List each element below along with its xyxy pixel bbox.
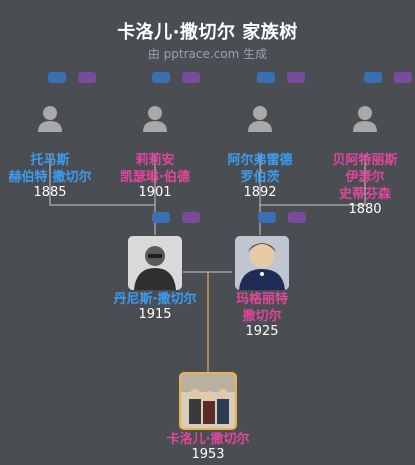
connector-maternal-couple	[259, 155, 366, 206]
birth-year: 1953	[191, 447, 225, 462]
person-name: 伊瑟尔	[345, 170, 385, 185]
person-silhouette-icon	[248, 106, 272, 132]
person-silhouette-icon	[143, 106, 167, 132]
female-line-badge[interactable]	[78, 72, 96, 83]
person-card-lilian[interactable]: 莉莉安 凯瑟琳·伯德 1901	[105, 97, 205, 200]
male-line-badge[interactable]	[257, 72, 275, 83]
person-name: 贝阿特丽斯	[332, 153, 398, 168]
birth-year: 1915	[138, 307, 172, 322]
male-line-badge[interactable]	[258, 212, 276, 223]
avatar-placeholder	[233, 97, 287, 151]
male-line-badge[interactable]	[152, 72, 170, 83]
female-line-badge[interactable]	[182, 212, 200, 223]
birth-year: 1901	[138, 185, 172, 200]
person-card-thomas[interactable]: 托马斯 赫伯特·撒切尔 1885	[0, 97, 100, 200]
avatar-silhouettes	[38, 106, 377, 132]
person-photo	[235, 236, 289, 290]
avatar-placeholder	[338, 97, 392, 151]
person-name: 托马斯	[30, 153, 70, 168]
person-card-alfred[interactable]: 阿尔弗雷德 罗伯茨 1892	[210, 97, 310, 200]
person-name: 凯瑟琳·伯德	[120, 170, 190, 185]
group-photo-icon	[181, 374, 235, 428]
person-silhouette-icon	[38, 106, 62, 132]
person-card-denis[interactable]: 丹尼斯·撒切尔 1915	[100, 236, 210, 322]
male-line-badge[interactable]	[152, 212, 170, 223]
female-line-badge[interactable]	[287, 72, 305, 83]
female-line-badge[interactable]	[182, 72, 200, 83]
person-silhouette-icon	[353, 106, 377, 132]
person-photo	[179, 372, 237, 430]
person-name: 丹尼斯·撒切尔	[113, 292, 197, 307]
person-name: 罗伯茨	[240, 170, 280, 185]
person-name: 阿尔弗雷德	[227, 153, 293, 168]
person-name: 史蒂芬森	[338, 187, 391, 202]
male-line-badge[interactable]	[48, 72, 66, 83]
avatar-placeholder	[128, 97, 182, 151]
connector-paternal-couple	[49, 155, 156, 206]
male-line-badge[interactable]	[364, 72, 382, 83]
portrait-photo-icon	[128, 236, 182, 290]
page-title: 卡洛儿·撒切尔 家族树	[117, 22, 298, 43]
person-name: 卡洛儿·撒切尔	[166, 432, 250, 447]
portrait-photo-icon	[235, 236, 289, 290]
person-name: 莉莉安	[135, 153, 175, 168]
female-line-badge[interactable]	[394, 72, 412, 83]
person-card-carol[interactable]: 卡洛儿·撒切尔 1953	[148, 372, 268, 462]
person-photo	[128, 236, 182, 290]
birth-year: 1925	[245, 324, 279, 339]
birth-year: 1880	[348, 202, 382, 217]
page-subtitle: 由 pptrace.com 生成	[147, 47, 268, 61]
person-name: 玛格丽特	[235, 292, 288, 307]
birth-year: 1892	[243, 185, 277, 200]
person-name: 赫伯特·撒切尔	[8, 170, 92, 185]
person-card-margaret[interactable]: 玛格丽特 撒切尔 1925	[207, 236, 317, 339]
female-line-badge[interactable]	[288, 212, 306, 223]
birth-year: 1885	[33, 185, 67, 200]
person-card-beatrice[interactable]: 贝阿特丽斯 伊瑟尔 史蒂芬森 1880	[315, 97, 415, 217]
person-name: 撒切尔	[242, 309, 282, 324]
avatar-placeholder	[23, 97, 77, 151]
